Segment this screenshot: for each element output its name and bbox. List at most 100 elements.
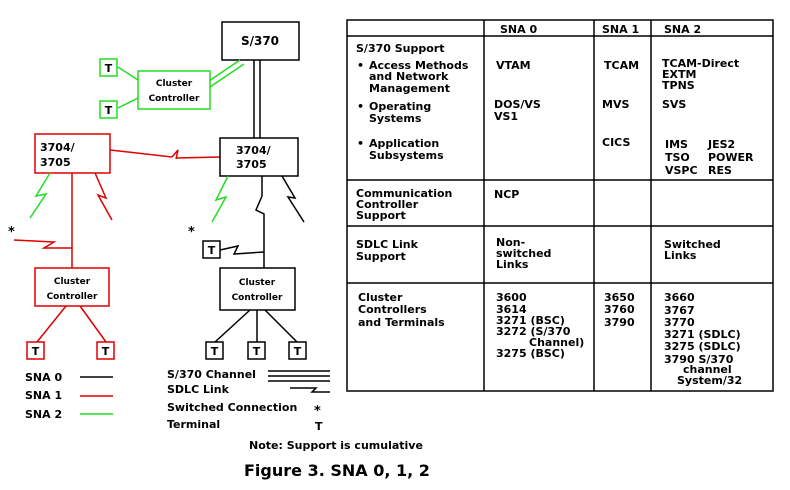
sna1-link [171,149,179,160]
row-cluster-label: and Terminals [358,316,445,329]
cell-cluster-sna0: 3275 (BSC) [496,347,565,360]
sna2-channel-line [209,63,245,88]
terminal-label: T [105,104,113,117]
fep-center-box [219,137,299,177]
cell-os-sna0: DOS/VS [494,98,541,111]
row-access-methods-label: and Network [369,70,449,83]
row-comm-controller-label: Support [356,209,406,222]
row-cluster-label: Cluster [358,291,403,304]
legend-sdlc-link-line [290,387,330,393]
switched-mark: * [8,225,15,240]
cell-access-sna2: TPNS [662,79,695,92]
cell-sdlc-sna0: switched [496,247,551,260]
row-app-subsystems-label: Application [369,137,439,150]
cell-cluster-sna2: 3767 [664,304,695,317]
cell-access-sna2: TCAM-Direct [662,57,739,70]
row-access-methods-label: Access Methods [369,59,469,72]
s370-host-box [221,21,300,61]
cell-os-sna2: SVS [662,98,686,111]
cell-sdlc-sna2: Switched [664,238,721,251]
cell-cluster-sna2: 3660 [664,291,695,304]
legend-sdlc-link-label: SDLC Link [167,383,230,396]
cluster-controller-left-label: Controller [47,292,98,302]
cell-os-sna1: MVS [602,98,629,111]
cell-cluster-sna2: System/32 [677,374,742,387]
sna2-switched-link [29,172,51,219]
cell-access-sna0: VTAM [496,59,531,72]
cell-sdlc-sna0: Non- [496,236,525,249]
terminal-box [26,341,45,360]
switched-mark: * [188,225,195,240]
terminal-label: T [294,345,302,358]
bullet: • [357,100,364,113]
row-operating-systems-label: Operating [369,100,431,113]
cell-cluster-sna2: 3770 [664,316,695,329]
cluster-controller-center-label: Controller [232,293,283,303]
cell-cluster-sna2: 3790 S/370 [664,353,734,366]
cluster-controller-top-label: Cluster [156,79,193,89]
sna1-link [36,305,67,343]
cell-app-sna1: CICS [602,136,630,149]
cell-sdlc-sna2: Links [664,249,697,262]
cell-access-sna2: EXTM [662,68,696,81]
cluster-controller-top [137,70,211,110]
sna1-link [109,149,173,158]
terminal-box [99,100,118,119]
sna0-switched-link [281,175,305,223]
sna0-link [214,309,251,343]
cell-app-sna2-left: TSO [665,151,690,164]
cluster-controller-left [34,267,110,307]
legend-sna0-label: SNA 0 [25,371,62,384]
sna1-link [79,305,107,343]
cluster-controller-center [219,267,296,311]
table-header-sna2: SNA 2 [664,23,701,36]
cluster-controller-center-label: Cluster [239,278,276,288]
terminal-label: T [102,345,110,358]
sna2-link [117,97,139,109]
support-note: Note: Support is cumulative [249,439,423,452]
row-operating-systems-label: Systems [369,112,422,125]
cell-sdlc-sna0: Links [496,258,529,271]
terminal-box [96,341,115,360]
cell-cluster-sna0: 3600 [496,291,527,304]
legend-terminal-symbol: T [315,420,323,433]
sna0-link [255,176,265,268]
cell-cluster-sna1: 3760 [604,303,635,316]
table-header-sna0: SNA 0 [500,23,537,36]
cell-cluster-sna0: Channel) [529,336,584,349]
terminal-box [205,341,224,360]
legend-s370-channel-label: S/370 Channel [167,368,256,381]
sna2-link [117,66,139,81]
sna1-link [175,156,221,159]
cell-os-sna0: VS1 [494,110,518,123]
row-comm-controller-label: Controller [356,198,419,211]
row-app-subsystems-label: Subsystems [369,149,444,162]
cell-cluster-sna0: 3614 [496,303,527,316]
figure-caption: Figure 3. SNA 0, 1, 2 [244,461,430,480]
sna0-switched-link [219,244,265,255]
row-access-methods-label: Management [369,82,450,95]
terminal-label: T [105,62,113,75]
sna2-channel-line [205,59,241,84]
terminal-label: T [208,244,216,257]
bullet: • [357,137,364,150]
cell-app-sna2-right: POWER [708,151,754,164]
cell-app-sna2-left: VSPC [665,164,698,177]
legend-terminal-label: Terminal [167,418,220,431]
fep-left-box [34,133,111,174]
cell-cluster-sna2: 3275 (SDLC) [664,340,741,353]
legend-switched-label: Switched Connection [167,401,297,414]
row-s370-support-label: S/370 Support [356,42,444,55]
bullet: • [357,59,364,72]
sna1-switched-link [94,172,113,221]
s370-host-label: S/370 [241,34,279,48]
cell-cluster-sna1: 3790 [604,316,635,329]
legend-switched-symbol: * [314,404,321,419]
cell-app-sna2-right: RES [708,164,732,177]
terminal-label: T [211,345,219,358]
cell-cluster-sna2: 3271 (SDLC) [664,328,741,341]
cell-comm-sna0: NCP [494,188,519,201]
cell-access-sna1: TCAM [604,59,639,72]
legend-sna2-label: SNA 2 [25,408,62,421]
